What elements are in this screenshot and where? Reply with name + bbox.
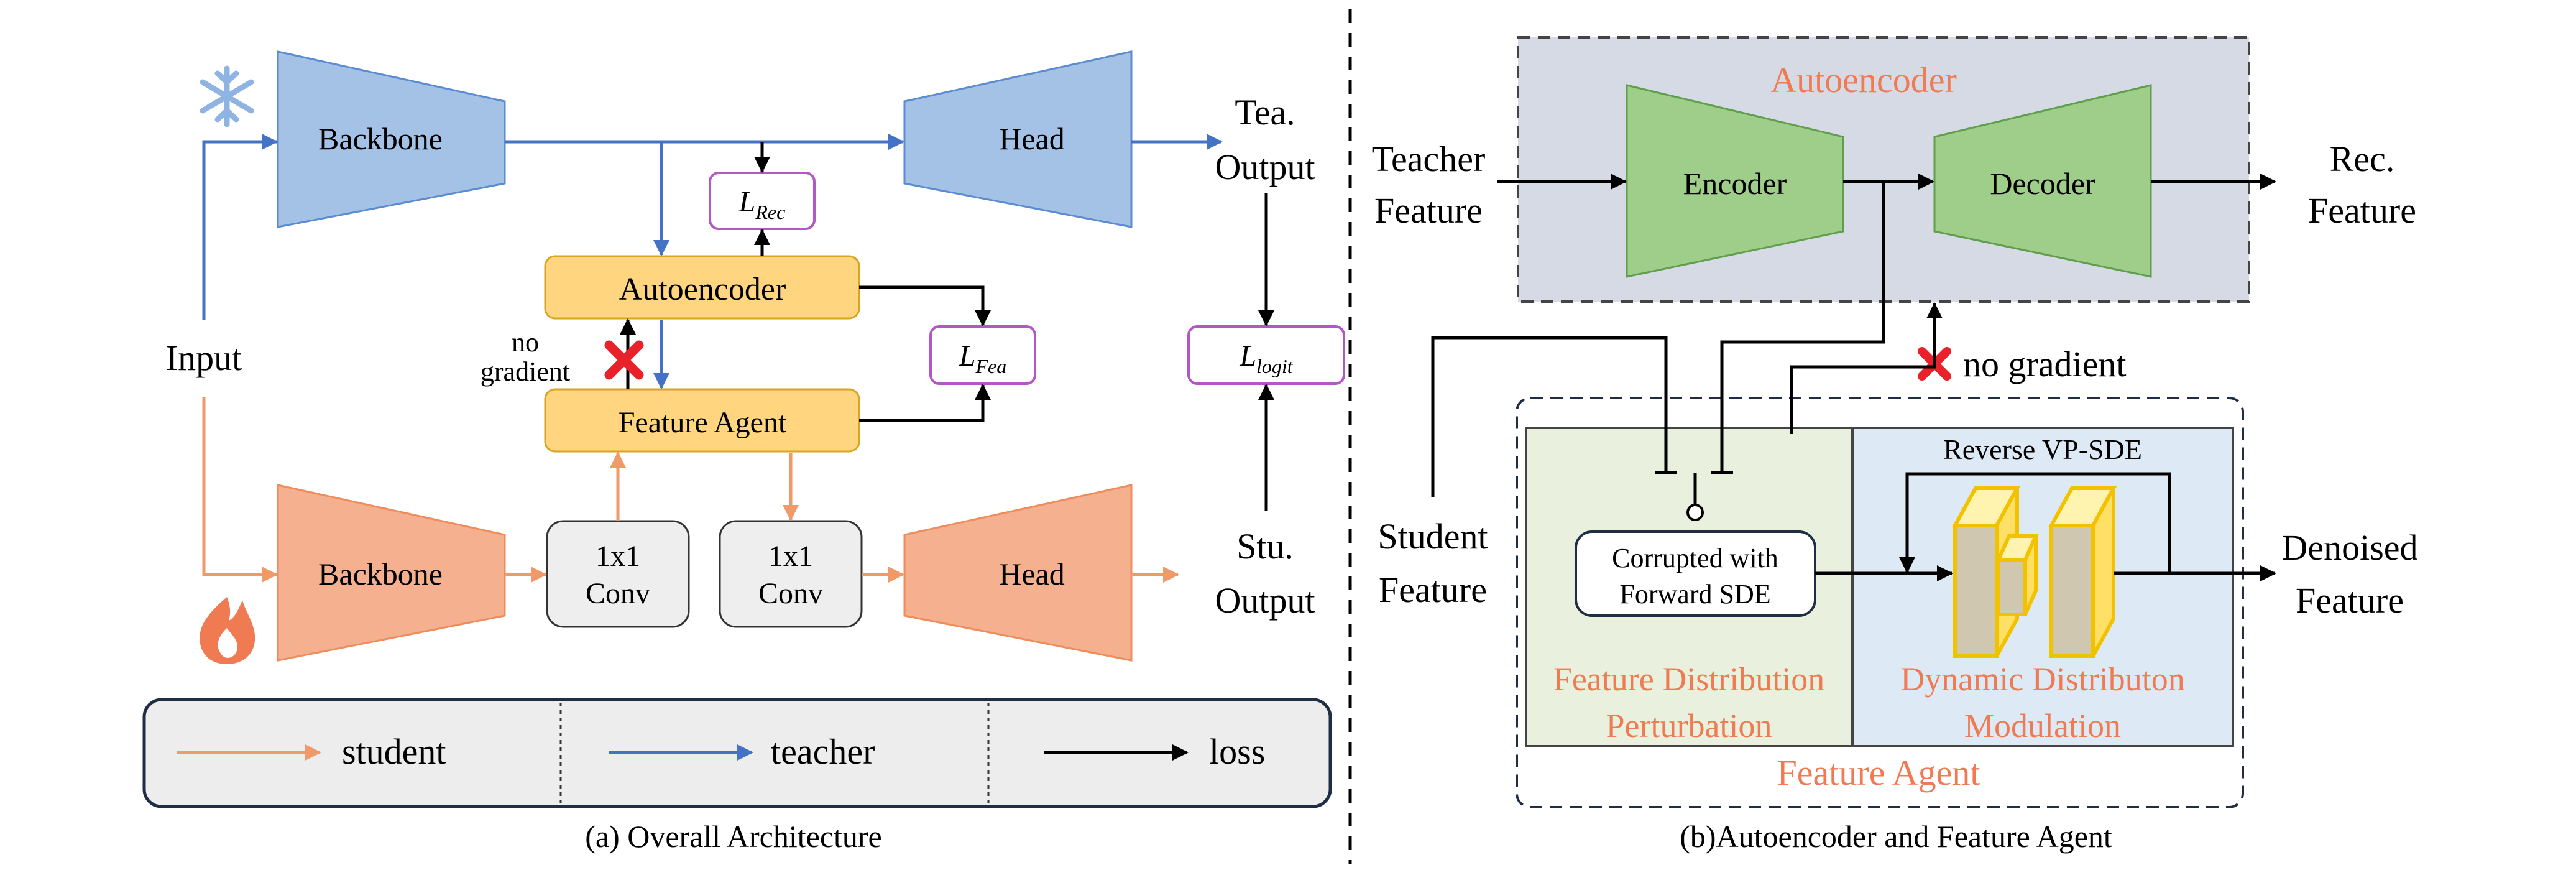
teacher-output-label-1: Tea. bbox=[1235, 92, 1295, 132]
conv-box-2-line2: Conv bbox=[758, 577, 823, 610]
panel-b-caption: (b)Autoencoder and Feature Agent bbox=[1680, 819, 2112, 854]
encoder bbox=[1626, 84, 1844, 278]
corrupted-label-2: Forward SDE bbox=[1619, 579, 1770, 609]
denoising-network-icon bbox=[1951, 486, 2117, 658]
teacher-head bbox=[903, 50, 1133, 228]
conv-box-1-line1: 1x1 bbox=[596, 540, 640, 573]
student-head-label: Head bbox=[999, 557, 1065, 591]
no-gradient-label-2: gradient bbox=[481, 356, 570, 387]
encoder-label: Encoder bbox=[1683, 166, 1787, 201]
denoised-feature-label-1: Denoised bbox=[2281, 527, 2417, 568]
student-feature-label-2: Feature bbox=[1379, 570, 1487, 610]
fdp-label-2: Perturbation bbox=[1606, 707, 1772, 744]
decoder bbox=[1933, 84, 2152, 278]
autoencoder-title: Autoencoder bbox=[1770, 60, 1957, 100]
student-output-label-2: Output bbox=[1215, 580, 1315, 621]
fdp-label-1: Feature Distribution bbox=[1553, 660, 1824, 698]
junction-circle bbox=[1686, 504, 1704, 521]
teacher-backbone bbox=[277, 50, 506, 228]
panel-a-caption: (a) Overall Architecture bbox=[585, 819, 882, 854]
ddm-label-1: Dynamic Distributon bbox=[1900, 660, 2184, 698]
rec-feature-label-1: Rec. bbox=[2330, 139, 2395, 179]
teacher-flow-lines bbox=[202, 134, 1223, 389]
conv-box-1 bbox=[546, 520, 690, 628]
conv-box-2 bbox=[719, 520, 863, 628]
student-output-label-1: Stu. bbox=[1236, 526, 1294, 567]
corrupted-label-1: Corrupted with bbox=[1612, 543, 1778, 573]
panel-b-flow-lines bbox=[1431, 174, 2276, 581]
student-flow-lines bbox=[202, 397, 1179, 583]
no-gradient-label-b: no gradient bbox=[1963, 344, 2127, 384]
ddm-panel bbox=[1851, 427, 2234, 747]
panel-b: Autoencoder Encoder Decoder Teacher Feat… bbox=[1372, 36, 2418, 854]
autoencoder-label: Autoencoder bbox=[619, 272, 786, 307]
student-backbone-label: Backbone bbox=[318, 557, 443, 591]
student-head bbox=[903, 484, 1133, 662]
conv-box-1-line2: Conv bbox=[586, 577, 650, 610]
no-gradient-label-1: no bbox=[512, 327, 539, 358]
decoder-label: Decoder bbox=[1990, 166, 2095, 201]
feature-agent-label: Feature Agent bbox=[619, 406, 787, 439]
loss-rec-label: LRec bbox=[738, 185, 786, 223]
conv-box-2-line1: 1x1 bbox=[768, 540, 813, 573]
reverse-sde-label: Reverse VP-SDE bbox=[1943, 433, 2142, 465]
snowflake-icon bbox=[200, 65, 254, 127]
teacher-output-label-2: Output bbox=[1215, 147, 1315, 187]
teacher-backbone-label: Backbone bbox=[318, 121, 443, 156]
denoised-feature-label-2: Feature bbox=[2296, 580, 2404, 621]
ddm-label-2: Modulation bbox=[1964, 707, 2121, 744]
panel-a: Backbone Head Tea. Output Input Backbone… bbox=[142, 50, 1345, 854]
loss-fea-label: LFea bbox=[959, 340, 1006, 377]
feature-agent-title: Feature Agent bbox=[1777, 752, 1980, 793]
rec-feature-label-2: Feature bbox=[2308, 190, 2416, 231]
legend-student-label: student bbox=[342, 731, 446, 772]
flame-icon bbox=[200, 597, 255, 664]
student-feature-label-1: Student bbox=[1378, 516, 1488, 557]
teacher-feature-label-1: Teacher bbox=[1372, 139, 1486, 179]
no-gradient-x-icon bbox=[604, 340, 644, 380]
loss-logit-label: Llogit bbox=[1239, 340, 1293, 377]
student-backbone bbox=[277, 484, 506, 662]
teacher-head-label: Head bbox=[999, 121, 1065, 156]
legend-loss-label: loss bbox=[1209, 731, 1265, 772]
legend-teacher-label: teacher bbox=[771, 731, 875, 772]
teacher-feature-label-2: Feature bbox=[1374, 190, 1483, 231]
input-label: Input bbox=[166, 338, 242, 378]
